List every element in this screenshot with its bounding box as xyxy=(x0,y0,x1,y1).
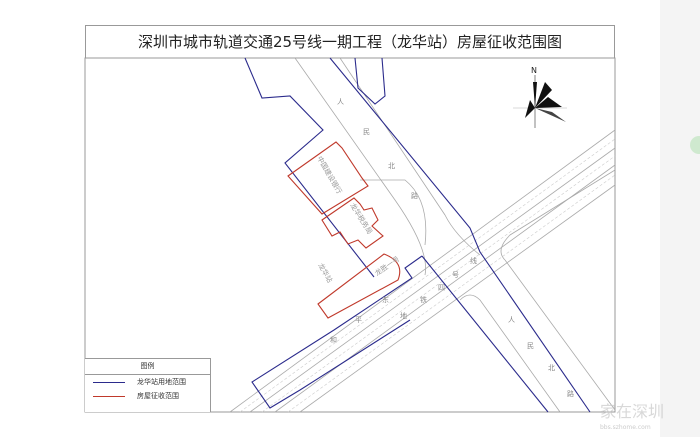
label-bank: 中国建设银行 xyxy=(315,155,344,196)
svg-text:N: N xyxy=(531,66,537,75)
road-edge xyxy=(504,259,616,411)
road-label-renmin-top: 人 民 北 路 xyxy=(337,98,418,200)
svg-text:四: 四 xyxy=(438,284,445,292)
roads xyxy=(229,57,616,413)
svg-text:路: 路 xyxy=(567,389,574,398)
watermark: 家在深圳 xyxy=(600,402,665,421)
svg-text:民: 民 xyxy=(363,128,370,136)
rail-edge xyxy=(274,164,616,413)
watermark-url: bbs.szhome.com xyxy=(600,424,651,431)
chat-icon[interactable] xyxy=(690,136,700,154)
svg-text:人: 人 xyxy=(337,98,344,106)
svg-text:铁: 铁 xyxy=(420,295,427,304)
rail-tracks xyxy=(239,138,616,413)
demolition-boundary xyxy=(287,141,401,319)
rail-edge xyxy=(229,129,616,413)
map-title: 深圳市城市轨道交通25号线一期工程（龙华站）房屋征收范围图 xyxy=(85,25,615,58)
legend: 图例 龙华站用地范围 房屋征收范围 xyxy=(85,358,211,412)
svg-text:号: 号 xyxy=(452,271,459,279)
legend-item-station-land: 龙华站用地范围 xyxy=(85,375,210,389)
road-edge xyxy=(360,179,427,246)
rail-edge xyxy=(249,147,616,413)
rail-label: 和 平 东 地 铁 四 号 线 xyxy=(330,256,477,344)
legend-title: 图例 xyxy=(85,359,210,375)
right-panel xyxy=(660,0,700,437)
svg-text:北: 北 xyxy=(388,162,395,170)
road-edge xyxy=(459,294,561,413)
svg-text:平: 平 xyxy=(355,316,362,324)
svg-text:和: 和 xyxy=(330,335,337,344)
label-station: 龙华站 xyxy=(316,262,334,285)
legend-label: 龙华站用地范围 xyxy=(137,378,186,386)
road-edge xyxy=(500,169,616,261)
svg-text:民: 民 xyxy=(527,342,534,350)
svg-text:北: 北 xyxy=(548,364,555,372)
label-building-one: 龙胜一号 xyxy=(373,254,401,277)
road-label-renmin-bottom: 人 民 北 路 xyxy=(508,316,574,398)
north-arrow-icon: N xyxy=(513,66,567,128)
svg-text:线: 线 xyxy=(470,256,477,265)
svg-text:地: 地 xyxy=(400,311,407,320)
legend-label: 房屋征收范围 xyxy=(137,392,179,400)
legend-swatch-red xyxy=(93,395,125,397)
legend-item-demolition: 房屋征收范围 xyxy=(85,389,210,403)
svg-text:人: 人 xyxy=(508,316,515,324)
legend-swatch-blue xyxy=(93,381,125,383)
svg-text:路: 路 xyxy=(411,191,418,200)
svg-text:东: 东 xyxy=(382,295,389,304)
station-land-boundary xyxy=(244,57,591,413)
road-edge xyxy=(339,57,481,256)
rail-edge xyxy=(299,184,616,413)
map-frame xyxy=(84,57,616,413)
